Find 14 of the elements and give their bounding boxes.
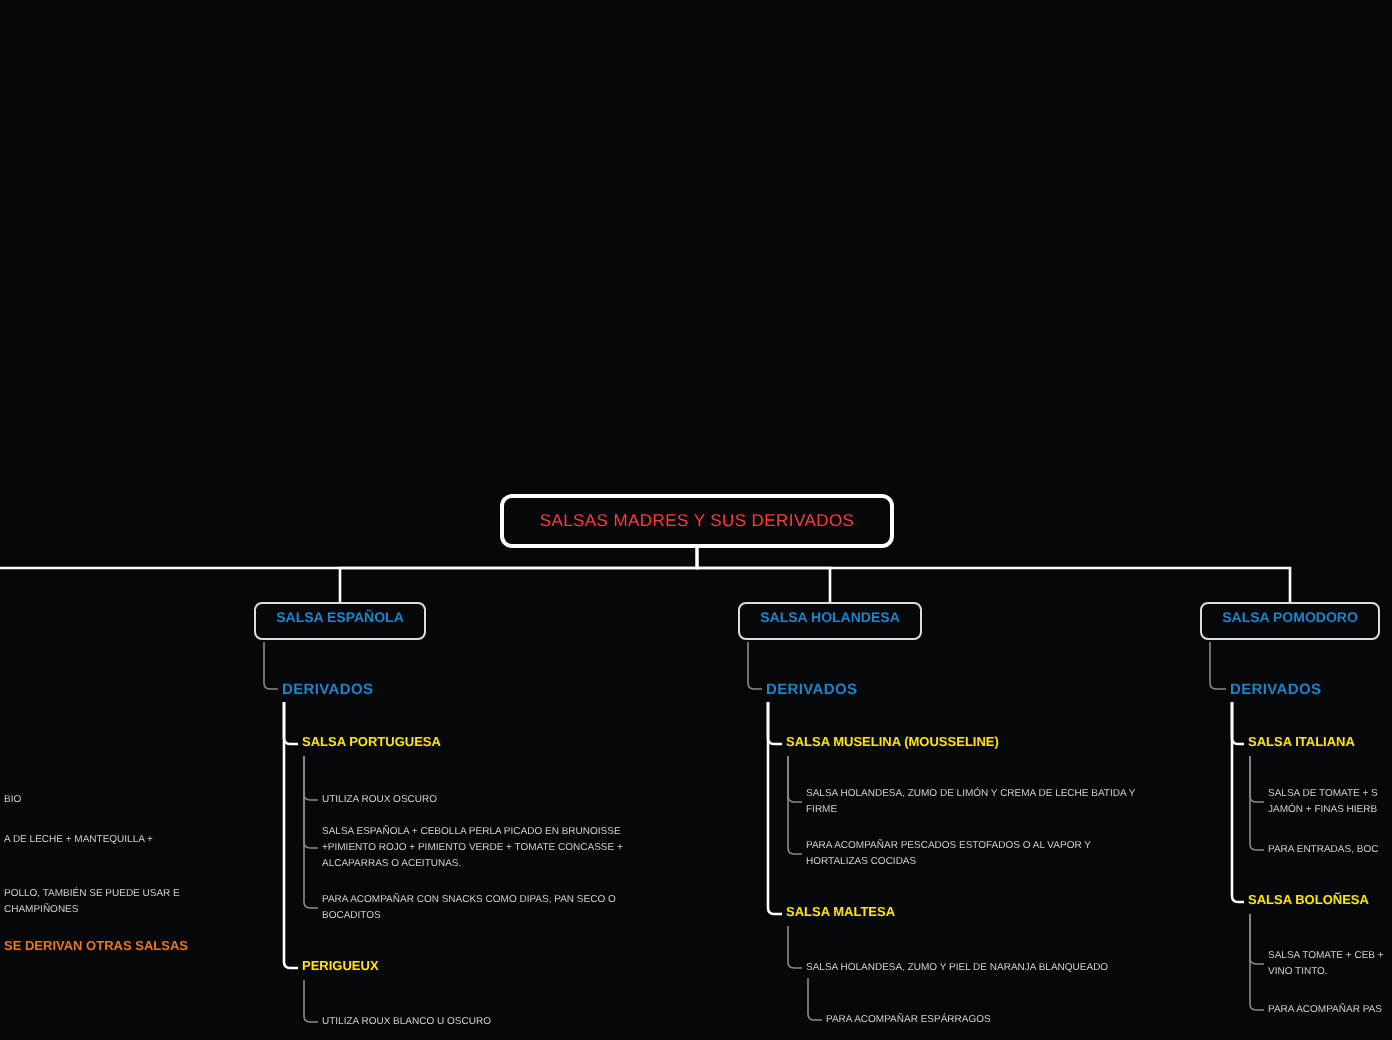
title-box: SALSAS MADRES Y SUS DERIVADOS — [500, 494, 894, 548]
connector-line — [263, 641, 279, 690]
connector-line — [695, 548, 1292, 602]
connector-line — [787, 925, 803, 969]
connector-line — [787, 755, 803, 855]
connector-line — [1249, 755, 1265, 851]
connector-line — [282, 702, 298, 970]
connector-line — [766, 702, 782, 916]
connector-line — [1230, 702, 1244, 904]
connector-line — [1209, 641, 1227, 690]
connector-line — [807, 977, 823, 1021]
connector-line — [747, 641, 763, 690]
connector-line — [303, 755, 319, 909]
connector-line — [303, 979, 319, 1023]
